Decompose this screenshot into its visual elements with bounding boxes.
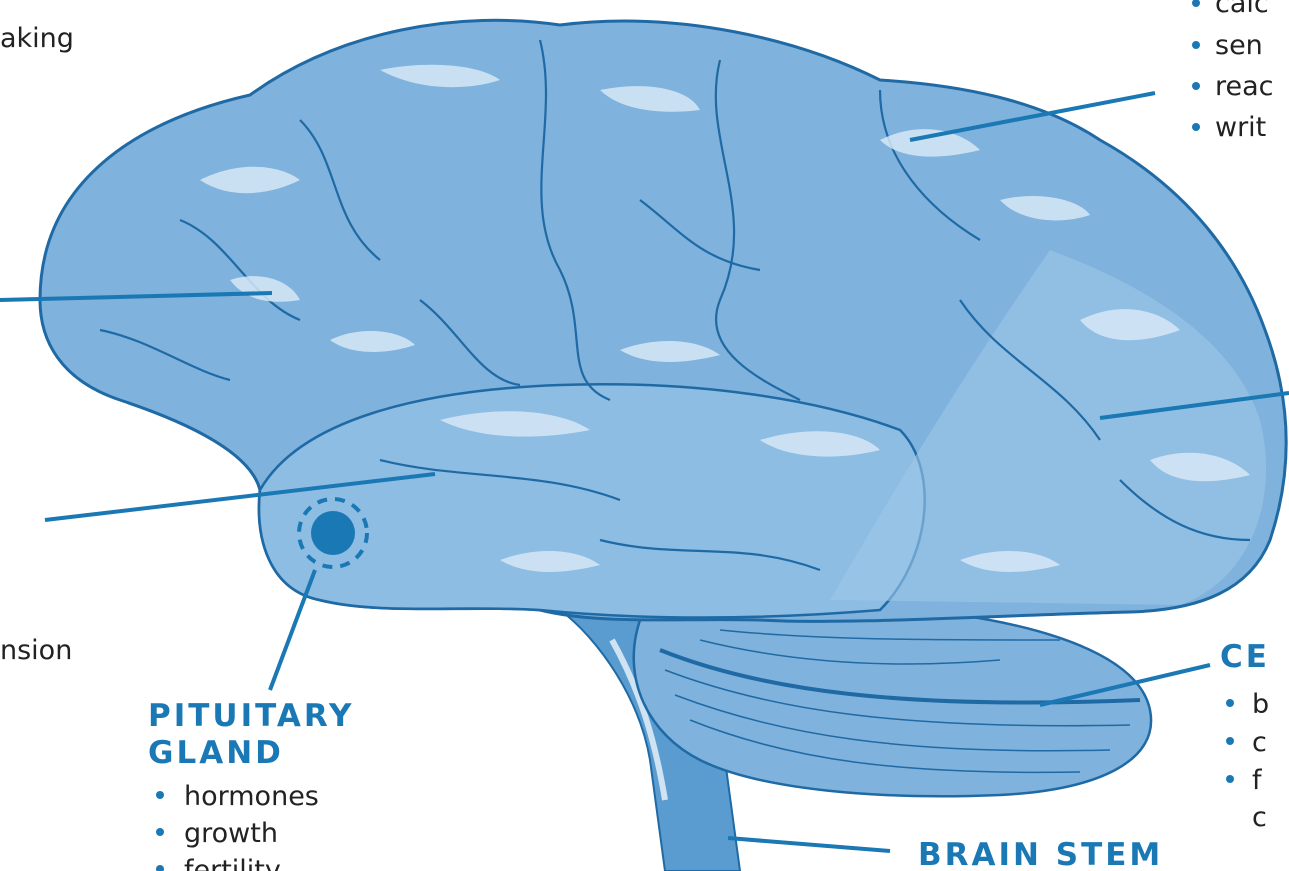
list-item: fertility — [184, 855, 281, 871]
brain-stem-title: BRAIN STEM — [918, 837, 1163, 871]
pituitary-title-line2: GLAND — [148, 735, 284, 771]
list-item: c — [1252, 727, 1267, 758]
cerebellum-label: CE b c f c — [1220, 639, 1270, 833]
pituitary-label: PITUITARY GLAND hormones growth fertilit… — [148, 698, 354, 871]
list-item: writ — [1215, 112, 1266, 143]
list-item: growth — [184, 818, 278, 849]
leader-brain-stem — [728, 838, 890, 851]
pituitary-title-line1: PITUITARY — [148, 698, 354, 734]
top-left-fragment: aking — [0, 23, 74, 54]
cerebrum — [40, 20, 1286, 621]
list-item: b — [1252, 689, 1269, 720]
left-fragment: nsion — [0, 635, 72, 666]
cerebellum-title: CE — [1220, 639, 1270, 675]
list-item: calc — [1215, 0, 1269, 19]
list-item-continuation: c — [1252, 802, 1267, 833]
list-item: sen — [1215, 30, 1263, 61]
list-item: f — [1252, 765, 1263, 796]
top-right-list: calc sen reac writ — [1192, 0, 1274, 143]
list-item: reac — [1215, 71, 1274, 102]
list-item: hormones — [184, 781, 319, 812]
